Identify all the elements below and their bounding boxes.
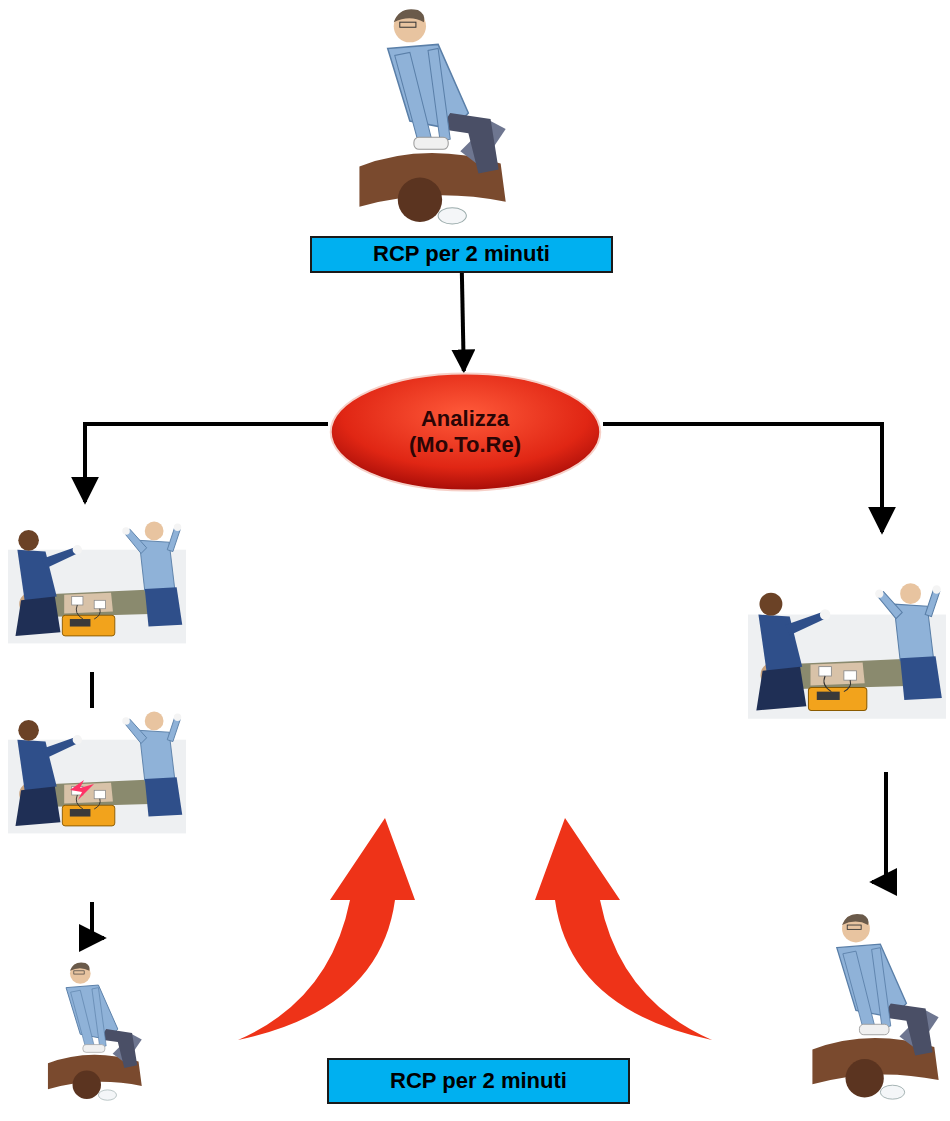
aed-shock-figure — [8, 712, 186, 834]
branch-line — [85, 424, 328, 502]
ellipse-shape — [330, 373, 600, 490]
decision-ellipse: Analizza (Mo.To.Re) — [328, 371, 603, 493]
decision-label: Analizza (Mo.To.Re) — [390, 406, 540, 459]
loop-arrow — [535, 818, 712, 1040]
shock-symbol — [70, 780, 94, 800]
aed-figure — [748, 583, 946, 718]
flow-arrow — [462, 273, 464, 371]
step-box: RCP per 2 minuti — [310, 236, 613, 272]
step-line — [92, 902, 104, 938]
aed-figure — [8, 522, 186, 644]
branch-line — [603, 424, 882, 532]
step-box: RCP per 2 minuti — [327, 1058, 630, 1104]
step-line — [90, 672, 94, 708]
step-label: RCP per 2 minuti — [390, 1068, 567, 1094]
cpr-figure — [48, 963, 142, 1101]
loop-arrow — [238, 818, 415, 1040]
step-label: RCP per 2 minuti — [373, 241, 550, 267]
cpr-figure — [812, 914, 938, 1099]
step-line — [872, 772, 886, 882]
cpr-figure — [359, 9, 505, 224]
